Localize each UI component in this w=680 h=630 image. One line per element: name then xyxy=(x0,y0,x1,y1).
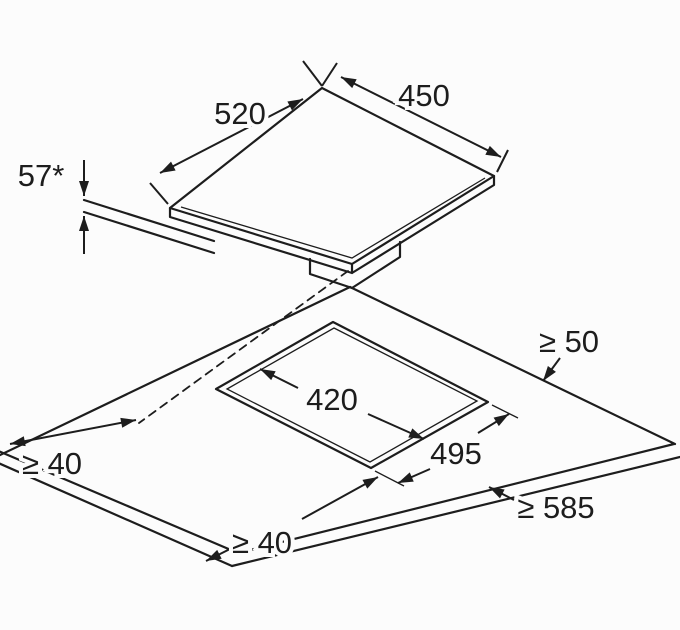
dim-495-arrow-down xyxy=(397,468,431,484)
dim-450-arrow xyxy=(340,76,502,158)
hob-height-reference xyxy=(82,198,216,255)
dim-520-extension-left xyxy=(149,182,169,205)
dim-label-ge40-left: ≥ 40 xyxy=(22,446,82,481)
worktop-front-right-edge-top xyxy=(236,442,676,555)
hob-housing-box xyxy=(308,240,402,290)
dim-520-extension xyxy=(302,60,323,87)
worktop-front-right-edge-bottom xyxy=(230,455,680,568)
dim-420: 420 xyxy=(259,368,425,440)
dim-57: 57* xyxy=(14,154,89,254)
cutout-outer-edge xyxy=(214,320,490,470)
dim-label-57: 57* xyxy=(18,158,65,193)
dim-450-extension-right xyxy=(496,149,509,173)
worktop-front-left-edge-top xyxy=(0,450,240,555)
dim-ge40-bottom-arrow-in xyxy=(301,476,379,520)
dim-420-arrow-right xyxy=(367,413,425,440)
dim-label-450: 450 xyxy=(398,78,450,113)
dim-520-arrow xyxy=(159,98,304,174)
dim-ge40-bottom-arrow-out xyxy=(205,548,231,562)
hob-glass-bevel xyxy=(180,177,486,259)
dim-label-495: 495 xyxy=(430,436,482,471)
dim-label-520: 520 xyxy=(214,96,266,131)
worktop-front-left-edge-bottom xyxy=(0,462,234,568)
dim-label-ge40-bottom: ≥ 40 xyxy=(232,525,292,560)
cutout-extension-bottom xyxy=(374,470,405,487)
cutout-extension-right xyxy=(491,404,519,419)
dim-450: 450 xyxy=(321,62,509,173)
projection-line xyxy=(138,270,349,424)
dim-ge40-bottom: ≥ 40 xyxy=(205,476,379,564)
dim-ge40-left-arrow xyxy=(9,417,137,447)
dim-495: 495 xyxy=(397,413,510,484)
dim-ge50-arrow xyxy=(542,357,561,382)
dim-495-arrow-up xyxy=(477,413,510,434)
dim-420-arrow-left xyxy=(259,368,299,389)
worktop xyxy=(0,285,680,568)
dim-ge585: ≥ 585 xyxy=(488,486,599,529)
dim-label-ge50: ≥ 50 xyxy=(539,324,599,359)
dim-ge40-left: ≥ 40 xyxy=(9,417,137,485)
dim-520: 520 xyxy=(149,60,323,205)
cutout-inner-edge xyxy=(225,327,479,463)
dim-ge585-arrow xyxy=(488,486,515,501)
worktop-right-edge xyxy=(348,285,677,446)
dim-ge50: ≥ 50 xyxy=(535,320,603,382)
dim-450-extension xyxy=(321,62,338,87)
dim-label-ge585: ≥ 585 xyxy=(517,490,594,525)
dim-label-420: 420 xyxy=(306,382,358,417)
